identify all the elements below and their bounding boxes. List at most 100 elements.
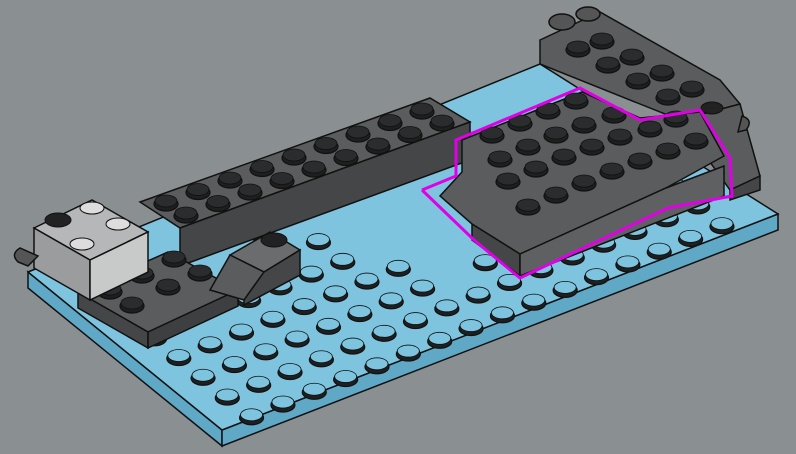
stud-top <box>554 281 576 293</box>
stud-top <box>366 358 388 370</box>
stud-top <box>241 409 263 421</box>
light-stud <box>80 202 104 214</box>
stud-top <box>121 297 143 309</box>
stud-top <box>163 251 185 263</box>
stud-top <box>255 344 277 356</box>
stud-top <box>332 253 354 265</box>
stud-top <box>310 351 332 363</box>
stud-top <box>157 279 179 291</box>
stud-top <box>497 173 519 185</box>
stud-top <box>175 207 197 219</box>
stud-top <box>489 151 511 163</box>
stud-top <box>685 133 707 145</box>
stud-top <box>397 345 419 357</box>
stud-top <box>335 371 357 383</box>
light-stud <box>106 218 130 230</box>
stud-top <box>573 175 595 187</box>
stud-top <box>189 265 211 277</box>
stud-top <box>303 383 325 395</box>
stud-top <box>609 129 631 141</box>
stud-top <box>565 93 587 105</box>
stud-top <box>207 196 229 208</box>
stud-top <box>517 139 539 151</box>
stud-top <box>617 256 639 268</box>
stud-top <box>239 184 261 196</box>
stud-top <box>317 318 339 330</box>
stud-top <box>349 306 371 318</box>
stud-top <box>591 33 613 45</box>
stud-top <box>168 350 190 362</box>
stud-top <box>155 195 177 207</box>
stud-top <box>586 269 608 281</box>
stud-top <box>651 65 673 77</box>
stud-top <box>335 150 357 162</box>
stud-top <box>657 143 679 155</box>
stud-top <box>286 331 308 343</box>
stud-top <box>379 115 401 127</box>
stud-top <box>219 172 241 184</box>
clip-ring <box>576 7 600 21</box>
stud-top <box>342 338 364 350</box>
stud-top <box>248 376 270 388</box>
stud-top <box>412 280 434 292</box>
stud-top <box>545 187 567 199</box>
stud-top <box>597 57 619 69</box>
stud-top <box>639 121 661 133</box>
stud-top <box>272 396 294 408</box>
stud-top <box>404 313 426 325</box>
stud-top <box>567 41 589 53</box>
stud-top <box>629 153 651 165</box>
stud-top <box>387 260 409 272</box>
dark-stud <box>45 213 71 227</box>
stud-top <box>431 115 453 127</box>
stud-top <box>223 357 245 369</box>
slope-stud <box>261 233 287 247</box>
stud-top <box>262 311 284 323</box>
stud-top <box>573 117 595 129</box>
stud-top <box>279 364 301 376</box>
stud-top <box>356 273 378 285</box>
stud-top <box>199 337 221 349</box>
stud-top <box>192 369 214 381</box>
stud-top <box>627 73 649 85</box>
stud-top <box>216 389 238 401</box>
stud-top <box>517 199 539 211</box>
stud-top <box>525 161 547 173</box>
stud-top <box>467 287 489 299</box>
stud-top <box>187 184 209 196</box>
stud-top <box>411 103 433 115</box>
stud-top <box>553 149 575 161</box>
stud-top <box>523 294 545 306</box>
stud-top <box>251 161 273 173</box>
stud-top <box>429 332 451 344</box>
stud-top <box>380 293 402 305</box>
stud-top <box>399 127 421 139</box>
stud-top <box>621 49 643 61</box>
light-stud <box>70 238 94 250</box>
stud-top <box>303 161 325 173</box>
stud-top <box>325 286 347 298</box>
stud-top <box>581 139 603 151</box>
stud-top <box>436 300 458 312</box>
stud-top <box>373 325 395 337</box>
stud-top <box>648 243 670 255</box>
stud-top <box>231 324 253 336</box>
stud-top <box>300 266 322 278</box>
stud-top <box>681 81 703 93</box>
stud-top <box>367 138 389 150</box>
clip-ring <box>549 14 575 30</box>
stud-top <box>491 307 513 319</box>
stud-top <box>460 320 482 332</box>
stud-top <box>680 230 702 242</box>
stud-top <box>347 126 369 138</box>
stud-top <box>293 299 315 311</box>
stud-top <box>545 127 567 139</box>
stud-top <box>601 163 623 175</box>
stud-top <box>711 218 733 230</box>
stud-top <box>657 89 679 101</box>
stud-top <box>307 234 329 246</box>
dark-stud <box>701 102 723 114</box>
stud-top <box>283 149 305 161</box>
stud-top <box>315 138 337 150</box>
